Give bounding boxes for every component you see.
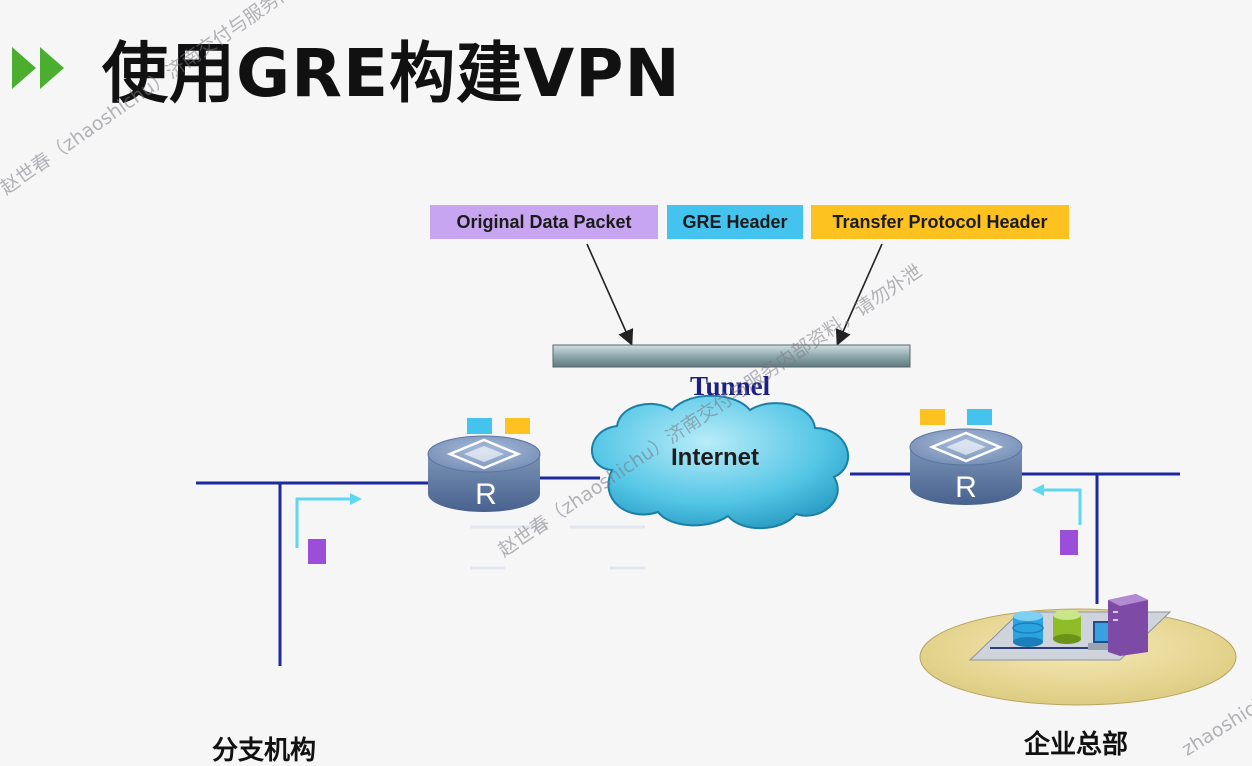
tunnel-label: Tunnel [690,371,771,401]
transfer-protocol-header-box: Transfer Protocol Header [811,205,1069,239]
router-icon [909,428,1023,505]
branch-network-lines [196,476,600,666]
headquarters-label: 企业总部 [1024,730,1129,760]
title-row: 使用GRE构建VPN [10,28,681,112]
original-data-packet-box: Original Data Packet [430,205,658,239]
double-chevron-icon [12,47,64,89]
branch-office-label: 分支机构 [212,736,317,766]
pointer-arrow-left [586,243,634,346]
slide-title: 使用GRE构建VPN [102,35,681,112]
router-icon [427,435,541,512]
router-label: R [475,478,497,511]
internet-cloud-icon [591,394,850,530]
faded-lines [470,525,645,570]
tunnel-pipe [552,344,911,368]
gre-header-square [467,418,492,434]
pointer-arrow-right [835,243,883,346]
router-label: R [955,471,977,504]
server-cluster-icon [919,594,1237,706]
data-packet-square [1060,530,1078,555]
internet-label: Internet [671,444,760,471]
transfer-header-square [505,418,530,434]
hq-flow-arrow [1032,484,1082,525]
gre-header-square [967,409,992,425]
gre-header-box: GRE Header [667,205,803,239]
branch-flow-arrow [295,493,362,548]
data-packet-square [308,539,326,564]
transfer-header-square [920,409,945,425]
hq-network-lines [850,472,1180,604]
